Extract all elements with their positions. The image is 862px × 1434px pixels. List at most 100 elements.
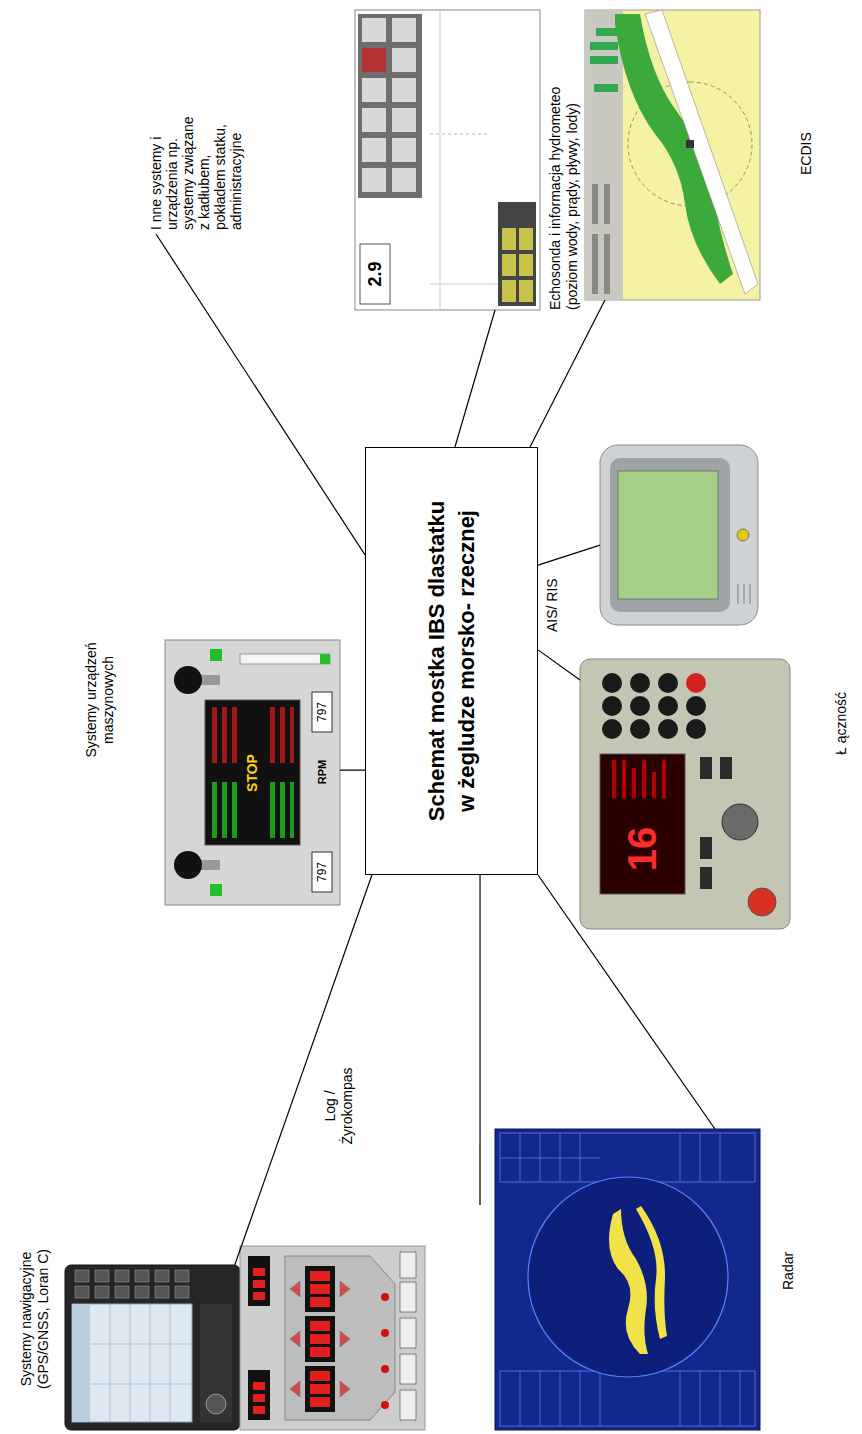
device-label: Echosonda i informacja hydrometeo (pozio… [547,48,581,310]
log-gyrocompass: Log / Żyrokompas [240,1205,480,1430]
radio-transceiver-part [602,719,622,739]
radio-transceiver-part [686,719,706,739]
device-label: Radar [780,1252,797,1290]
log-gyrocompass-panel-part [253,1268,265,1414]
gps-receiver [65,1265,240,1430]
radio-transceiver-part [686,673,706,693]
echosounder-screen-part [355,10,540,310]
echosounder-screen-part [360,244,390,304]
log-gyrocompass-panel-part [381,1365,389,1373]
gps-receiver-part [90,1304,192,1422]
echosounder-screen-part [362,18,416,192]
engine-telegraph-part [174,666,202,694]
radio-transceiver-part [658,673,678,693]
display-readout: RPM [317,760,328,784]
radio-transceiver-part [658,696,678,716]
engine-telegraph-part [210,649,222,661]
display-readout: 2.9 [366,261,384,286]
gps-receiver-part [206,1394,226,1414]
other-systems-note: I nne systemy i urządzenia np. systemy z… [146,108,246,234]
display-readout: 797 [316,862,328,882]
device-label: Ł ączność [833,692,850,755]
connector-line [538,650,580,680]
radar-screen-part [636,1206,667,1339]
device-label: ECDIS [798,132,815,175]
ecdis-chart-part [592,184,610,294]
log-gyrocompass-panel-part [381,1401,389,1409]
engine-telegraph-part [240,654,330,664]
engine-telegraph-part [320,654,330,664]
ecdis-chart-part [590,28,618,92]
ais-device: AIS/ RIS [600,445,758,625]
bridge-hub-box: Schemat mostka IBS dlastatku w żegludze … [365,447,538,875]
connector-line [538,545,600,565]
radar-screen-part [500,1133,755,1182]
radar-screen [495,1129,760,1430]
log-gyrocompass-panel-part [285,1256,395,1420]
ais-unit-part [738,584,750,604]
radio-transceiver-part [602,696,622,716]
engine-telegraph-part [210,884,222,896]
log-gyrocompass-panel-part [310,1271,330,1407]
radio-transceiver-part [602,673,622,693]
connector-line [235,875,372,1265]
radio-transceiver [580,659,790,929]
radar-screen-part [500,1133,740,1426]
echosounder-screen-part [358,14,422,198]
ais-unit-part [737,529,749,541]
echosounder-screen-part [502,228,533,302]
hub-title: Schemat mostka IBS dlastatku w żegludze … [422,492,480,830]
device-label: Systemy urządzeń maszynowych [83,630,117,770]
connector-line [455,310,495,447]
ais-unit [600,445,758,625]
radio-transceiver-part [658,719,678,739]
engine-telegraph-part [312,692,332,732]
engine-telegraph-part [312,852,332,892]
ecdis-chart-part [686,140,694,148]
radio-transceiver-part [630,719,650,739]
radio-transceiver-part [630,696,650,716]
connector-line [156,234,365,555]
radar-screen-part [528,1177,728,1377]
radio-transceiver-part [612,760,666,798]
device-label: I nne systemy i urządzenia np. systemy z… [148,112,244,230]
log-gyrocompass-panel-part [240,1246,425,1430]
radar-screen-part [500,1371,755,1426]
log-gyrocompass-panel-part [290,1281,350,1397]
navigation-device: Systemy nawigacyjne (GPS/GNSS, Loran C) [65,1265,240,1430]
radio-device: Ł ączność [580,659,790,929]
engine-telegraph-part [205,700,300,845]
radio-transceiver-part [748,888,776,916]
gps-receiver-part [75,1270,189,1298]
device-label: Log / Żyrokompas [322,1058,356,1154]
radio-transceiver-part [686,696,706,716]
display-readout: 16 [622,827,662,872]
radio-transceiver-part [722,804,758,840]
log-gyrocompass-panel-part [381,1293,389,1301]
radar-screen-part [609,1209,648,1354]
connector-line [530,300,605,447]
radio-transceiver-part [630,673,650,693]
ecdis-chart-part [585,10,760,300]
ais-unit-part [610,458,730,612]
ecdis-chart [585,10,760,300]
gps-receiver-part [72,1304,90,1422]
log-gyrocompass-panel [240,1246,425,1430]
echosounder-screen-part [430,10,535,310]
connector-line [538,875,715,1129]
echosounder-screen [355,10,540,310]
connector-line [340,770,365,771]
echosounder-screen-part [362,48,386,72]
gps-receiver-part [200,1304,232,1422]
ais-unit-part [618,471,718,599]
ecdis-chart-part [585,10,623,300]
display-readout: STOP [243,748,261,798]
ecdis-display: ECDIS [585,10,760,300]
radio-transceiver-part [600,754,685,894]
echosounder-screen-part [498,202,536,306]
engine-telegraph-part [165,640,340,905]
radar-display: Radar [495,1129,760,1430]
echosounder-screen-part [430,134,490,135]
connector-line [479,875,480,1205]
